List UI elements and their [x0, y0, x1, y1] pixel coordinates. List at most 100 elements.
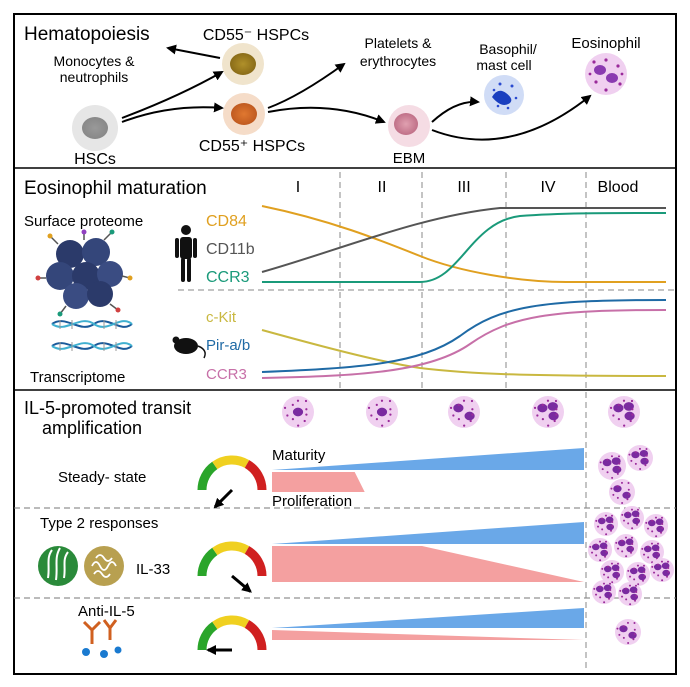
monocytes-label-1: Monocytes &	[54, 53, 136, 69]
stage-cell-blood	[608, 396, 640, 428]
eosinophil-granules	[588, 58, 624, 92]
eosinophil-nucleus	[594, 65, 618, 83]
proliferation-bar-anti-il5	[272, 630, 584, 640]
stage-label-1: II	[378, 179, 387, 196]
blood-eos-type2-10	[618, 582, 642, 606]
platelets-label-1: Platelets &	[365, 35, 433, 51]
marker-ccr3-human: CCR3	[206, 269, 250, 286]
blood-eos-anti-il5	[615, 619, 641, 645]
human-icon	[175, 225, 197, 282]
antibody-icon	[82, 619, 122, 658]
ebm-nucleus	[394, 113, 418, 135]
stage-cell-i	[282, 396, 314, 428]
proliferation-bar-steady-state	[272, 472, 365, 492]
hsc-nucleus	[82, 117, 108, 139]
eosinophil-label: Eosinophil	[571, 35, 640, 52]
arrow-ebm-to-basophil	[431, 96, 480, 123]
il5-title-1: IL-5-promoted transit	[24, 398, 191, 418]
arrow-ebm-to-eosinophil	[431, 94, 592, 141]
stage-cells	[282, 396, 640, 428]
blood-eosinophils	[588, 445, 674, 645]
gauge-steady-state	[197, 455, 267, 509]
expression-curves	[261, 205, 667, 379]
surface-proteome-label: Surface proteome	[24, 213, 143, 230]
gauge-anti-il5	[197, 615, 267, 655]
maturation-title: Eosinophil maturation	[24, 178, 207, 199]
maturity-bar-anti-il5	[272, 608, 584, 628]
stage-label-0: I	[296, 179, 300, 196]
hscs-label: HSCs	[74, 151, 116, 168]
basophil-granules	[492, 82, 518, 110]
arrow-cd55plus-to-ebm	[267, 106, 386, 124]
basophil-label-1: Basophil/	[479, 41, 537, 57]
blood-eos-steady-3	[609, 479, 635, 505]
blood-eos-type2-9	[592, 580, 616, 604]
curve-cd11b	[261, 207, 666, 273]
blood-eos-type2-7	[626, 562, 650, 586]
blood-eos-steady-2	[627, 445, 653, 471]
il5-title-2: amplification	[42, 418, 142, 438]
type2-label: Type 2 responses	[40, 515, 158, 532]
curve-ccr3-human	[262, 212, 667, 283]
anti-il5-label: Anti-IL-5	[78, 603, 135, 620]
gauge-needle-type2	[231, 574, 252, 593]
stage-label-2: III	[457, 179, 470, 196]
marker-cd11b: CD11b	[206, 241, 255, 258]
arrow-hsc-to-cd55plus	[121, 102, 224, 123]
row-steady-state	[197, 448, 584, 509]
blood-eos-type2-8	[650, 558, 674, 582]
stage-label-3: IV	[540, 179, 555, 196]
marker-cd84: CD84	[206, 213, 247, 230]
proteome-cluster-icon	[35, 229, 133, 317]
ebm-label: EBM	[393, 150, 426, 167]
il33-label: IL-33	[136, 561, 170, 578]
curve-pirab	[261, 299, 667, 373]
stage-cell-ii	[366, 396, 398, 428]
arrow-hsc-to-cd55minus	[121, 71, 224, 119]
mouse-icon	[172, 336, 206, 359]
il5-rows	[197, 448, 584, 655]
helminth-icon	[38, 546, 78, 586]
allergen-icon	[84, 546, 124, 586]
blood-eos-type2-5	[640, 540, 664, 564]
arrow-cd55plus-to-platelets	[267, 62, 346, 109]
gauge-needle-steady-state	[213, 488, 234, 509]
platelets-label-2: erythrocytes	[360, 53, 436, 69]
row-anti-il5	[197, 608, 584, 655]
maturity-label: Maturity	[272, 447, 326, 464]
hematopoiesis-title: Hematopoiesis	[24, 24, 150, 45]
arrow-cd55minus-to-monocytes	[166, 44, 221, 59]
proliferation-label: Proliferation	[272, 493, 352, 510]
curve-ckit	[261, 329, 667, 377]
blood-eos-type2-1	[620, 506, 644, 530]
marker-ckit: c-Kit	[206, 309, 237, 326]
curve-cd84	[261, 205, 666, 283]
row-type2	[197, 522, 584, 593]
proliferation-bar-type2	[272, 546, 584, 582]
blood-eos-type2-2	[644, 514, 668, 538]
stage-cell-iv	[532, 396, 564, 428]
maturity-bar-type2	[272, 522, 584, 544]
blood-eos-type2-0	[594, 512, 618, 536]
blood-eos-type2-3	[588, 538, 612, 562]
lineage-arrows	[121, 44, 592, 141]
maturity-bar-steady-state	[272, 448, 584, 470]
dna-helix-icon	[51, 320, 133, 351]
blood-eos-steady-1	[598, 452, 626, 480]
basophil-label-2: mast cell	[476, 57, 531, 73]
stage-cell-iii	[448, 396, 480, 428]
blood-eos-type2-4	[614, 534, 638, 558]
marker-pirab: Pir-a/b	[206, 337, 250, 354]
cd55-minus-nucleus	[230, 53, 256, 75]
cd55-minus-label: CD55⁻ HSPCs	[203, 27, 309, 44]
cd55-plus-label: CD55⁺ HSPCs	[199, 138, 305, 155]
cd55-plus-nucleus	[231, 103, 257, 125]
il5-panel: IL-5-promoted transit amplification Stea…	[24, 396, 674, 658]
figure-border	[13, 13, 677, 675]
steady-state-label: Steady- state	[58, 469, 146, 486]
transcriptome-label: Transcriptome	[30, 369, 125, 386]
eosinophil-cell	[585, 53, 627, 95]
